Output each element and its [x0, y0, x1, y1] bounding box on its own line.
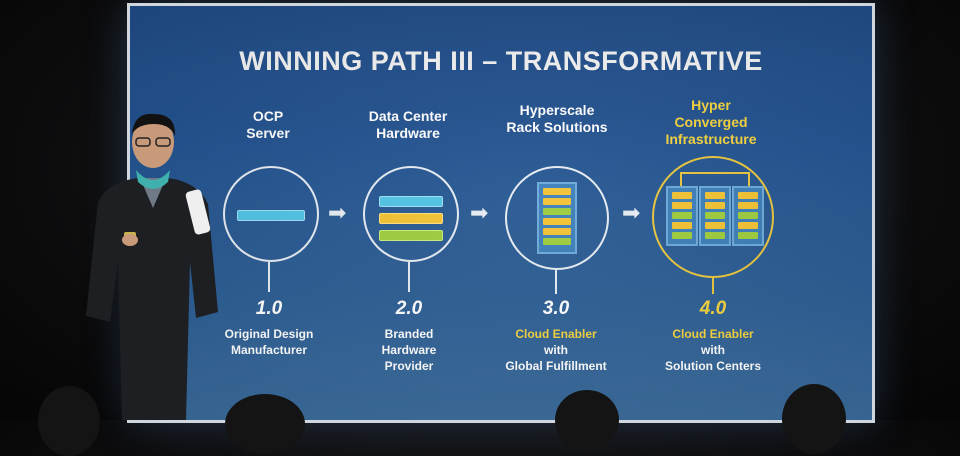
connector-line [555, 270, 557, 294]
server-icon [379, 213, 443, 224]
description-line: Original Design [224, 327, 314, 341]
presentation-slide: WINNING PATH III – TRANSFORMATIVE OCP Se… [130, 6, 872, 420]
rack-slot [705, 232, 725, 239]
heading-line: Hardware [376, 125, 440, 141]
heading-line: Rack Solutions [506, 119, 608, 135]
column-3-heading: Hyperscale Rack Solutions [482, 102, 632, 136]
description-line: Provider [384, 359, 434, 373]
rack-slot [705, 212, 725, 219]
rack-slot [738, 212, 758, 219]
audience-head [782, 384, 846, 454]
rack-icon [732, 186, 764, 246]
cluster-bracket [680, 172, 750, 186]
connector-line [712, 278, 714, 294]
rack-slot [672, 192, 692, 199]
connector-line [268, 262, 270, 292]
heading-line: Converged [674, 114, 748, 130]
hyperscale-rack-circle [505, 166, 609, 270]
rack-slot [672, 222, 692, 229]
rack-slot [543, 208, 571, 215]
description-line: with [701, 343, 725, 357]
column-1-description: Original Design Manufacturer [184, 326, 354, 358]
presenter-figure [86, 113, 218, 420]
rack-slot [543, 228, 571, 235]
rack-slot [738, 232, 758, 239]
arrow-right-icon: ➡ [328, 200, 347, 225]
rack-slot [543, 238, 571, 245]
data-center-hardware-circle [363, 166, 459, 262]
column-3-description: Cloud Enabler with Global Fulfillment [471, 326, 641, 374]
rack-icon [699, 186, 731, 246]
rack-slot [738, 192, 758, 199]
audience-head [225, 394, 305, 454]
rack-slot [705, 222, 725, 229]
column-2-heading: Data Center Hardware [333, 108, 483, 142]
arrow-right-icon: ➡ [470, 200, 489, 225]
column-4-description: Cloud Enabler with Solution Centers [628, 326, 798, 374]
description-line: Hardware [381, 343, 437, 357]
column-1-heading: OCP Server [193, 108, 343, 142]
connector-line [408, 262, 410, 292]
rack-slot [543, 218, 571, 225]
ocp-server-circle [223, 166, 319, 262]
description-highlight: Cloud Enabler [515, 327, 597, 341]
heading-line: Hyperscale [519, 102, 595, 118]
audience-head [555, 390, 619, 450]
rack-slot [672, 212, 692, 219]
rack-slot [672, 232, 692, 239]
description-line: Branded [384, 327, 434, 341]
version-4: 4.0 [699, 298, 727, 319]
description-highlight: Cloud Enabler [672, 327, 754, 341]
slide-title: WINNING PATH III – TRANSFORMATIVE [239, 46, 763, 76]
column-4-heading: Hyper Converged Infrastructure [636, 97, 786, 148]
heading-line: Server [246, 125, 290, 141]
version-2: 2.0 [395, 298, 423, 319]
description-line: Global Fulfillment [505, 359, 607, 373]
rack-slot [738, 222, 758, 229]
description-line: with [544, 343, 568, 357]
server-icon [379, 196, 443, 207]
heading-line: Data Center [368, 108, 448, 124]
arrow-right-icon: ➡ [622, 200, 641, 225]
description-line: Manufacturer [230, 343, 307, 357]
version-1: 1.0 [255, 298, 283, 319]
stage-scene: WINNING PATH III – TRANSFORMATIVE OCP Se… [38, 6, 872, 456]
rack-slot [705, 192, 725, 199]
description-line: Solution Centers [664, 359, 761, 373]
version-3: 3.0 [542, 298, 570, 319]
heading-line: Hyper [691, 97, 731, 113]
rack-slot [705, 202, 725, 209]
rack-slot [543, 188, 571, 195]
rack-icon [537, 182, 577, 254]
rack-slot [738, 202, 758, 209]
audience-head [38, 386, 100, 456]
rack-icon [666, 186, 698, 246]
rack-slot [543, 198, 571, 205]
server-icon [237, 210, 305, 221]
server-icon [379, 230, 443, 241]
heading-line: Infrastructure [665, 131, 757, 147]
rack-slot [672, 202, 692, 209]
hyper-converged-circle [652, 156, 774, 278]
heading-line: OCP [252, 108, 284, 124]
column-2-description: Branded Hardware Provider [324, 326, 494, 374]
